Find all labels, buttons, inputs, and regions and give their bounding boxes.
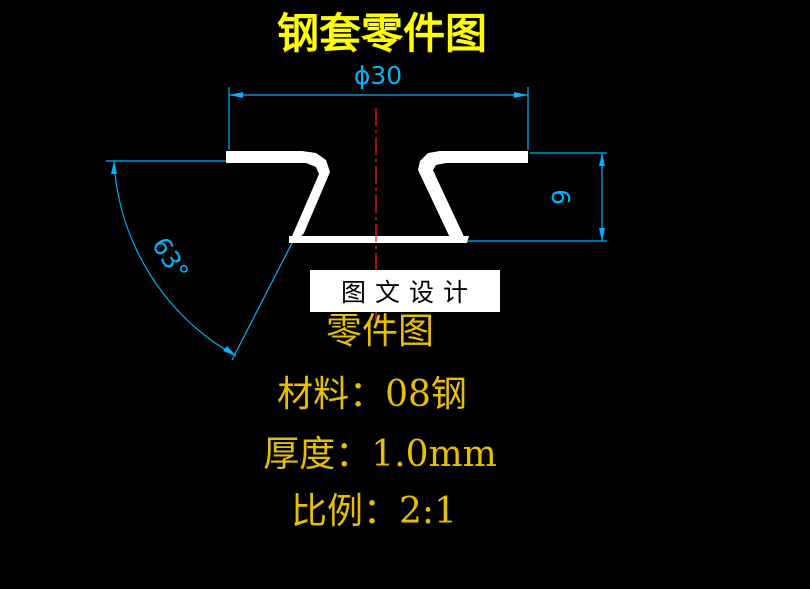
diameter-arrow-right — [514, 92, 528, 98]
height-dimension — [468, 152, 607, 242]
notes-thickness: 厚度：1.0mm — [263, 434, 497, 475]
drawing-title: 钢套零件图 — [277, 9, 487, 58]
diameter-arrow-left — [229, 92, 243, 98]
angle-extension-slant — [231, 242, 293, 361]
stamp-text: 图文设计 — [341, 278, 477, 307]
section-left — [226, 151, 330, 243]
angle-arrow-top — [111, 161, 117, 174]
diameter-label: ϕ30 — [354, 61, 402, 90]
notes-scale: 比例：2:1 — [291, 491, 457, 532]
steel-sleeve-section — [226, 151, 528, 243]
angle-dimension — [106, 160, 293, 361]
section-right — [418, 151, 528, 243]
height-arrow-bottom — [599, 228, 605, 241]
angle-arc — [113, 160, 237, 357]
notes-heading: 零件图 — [326, 311, 434, 352]
height-label: 9 — [547, 189, 576, 205]
diameter-dimension — [228, 87, 529, 150]
drawing-notes: 零件图 材料：08钢 厚度：1.0mm 比例：2:1 — [263, 311, 497, 532]
height-arrow-top — [599, 153, 605, 166]
section-bottom — [289, 236, 469, 243]
angle-arrow-bottom — [223, 346, 236, 356]
watermark-stamp: 图文设计 — [310, 270, 500, 312]
stamp-background — [310, 270, 500, 312]
angle-label: 63° — [146, 232, 194, 285]
notes-material: 材料：08钢 — [277, 374, 467, 415]
